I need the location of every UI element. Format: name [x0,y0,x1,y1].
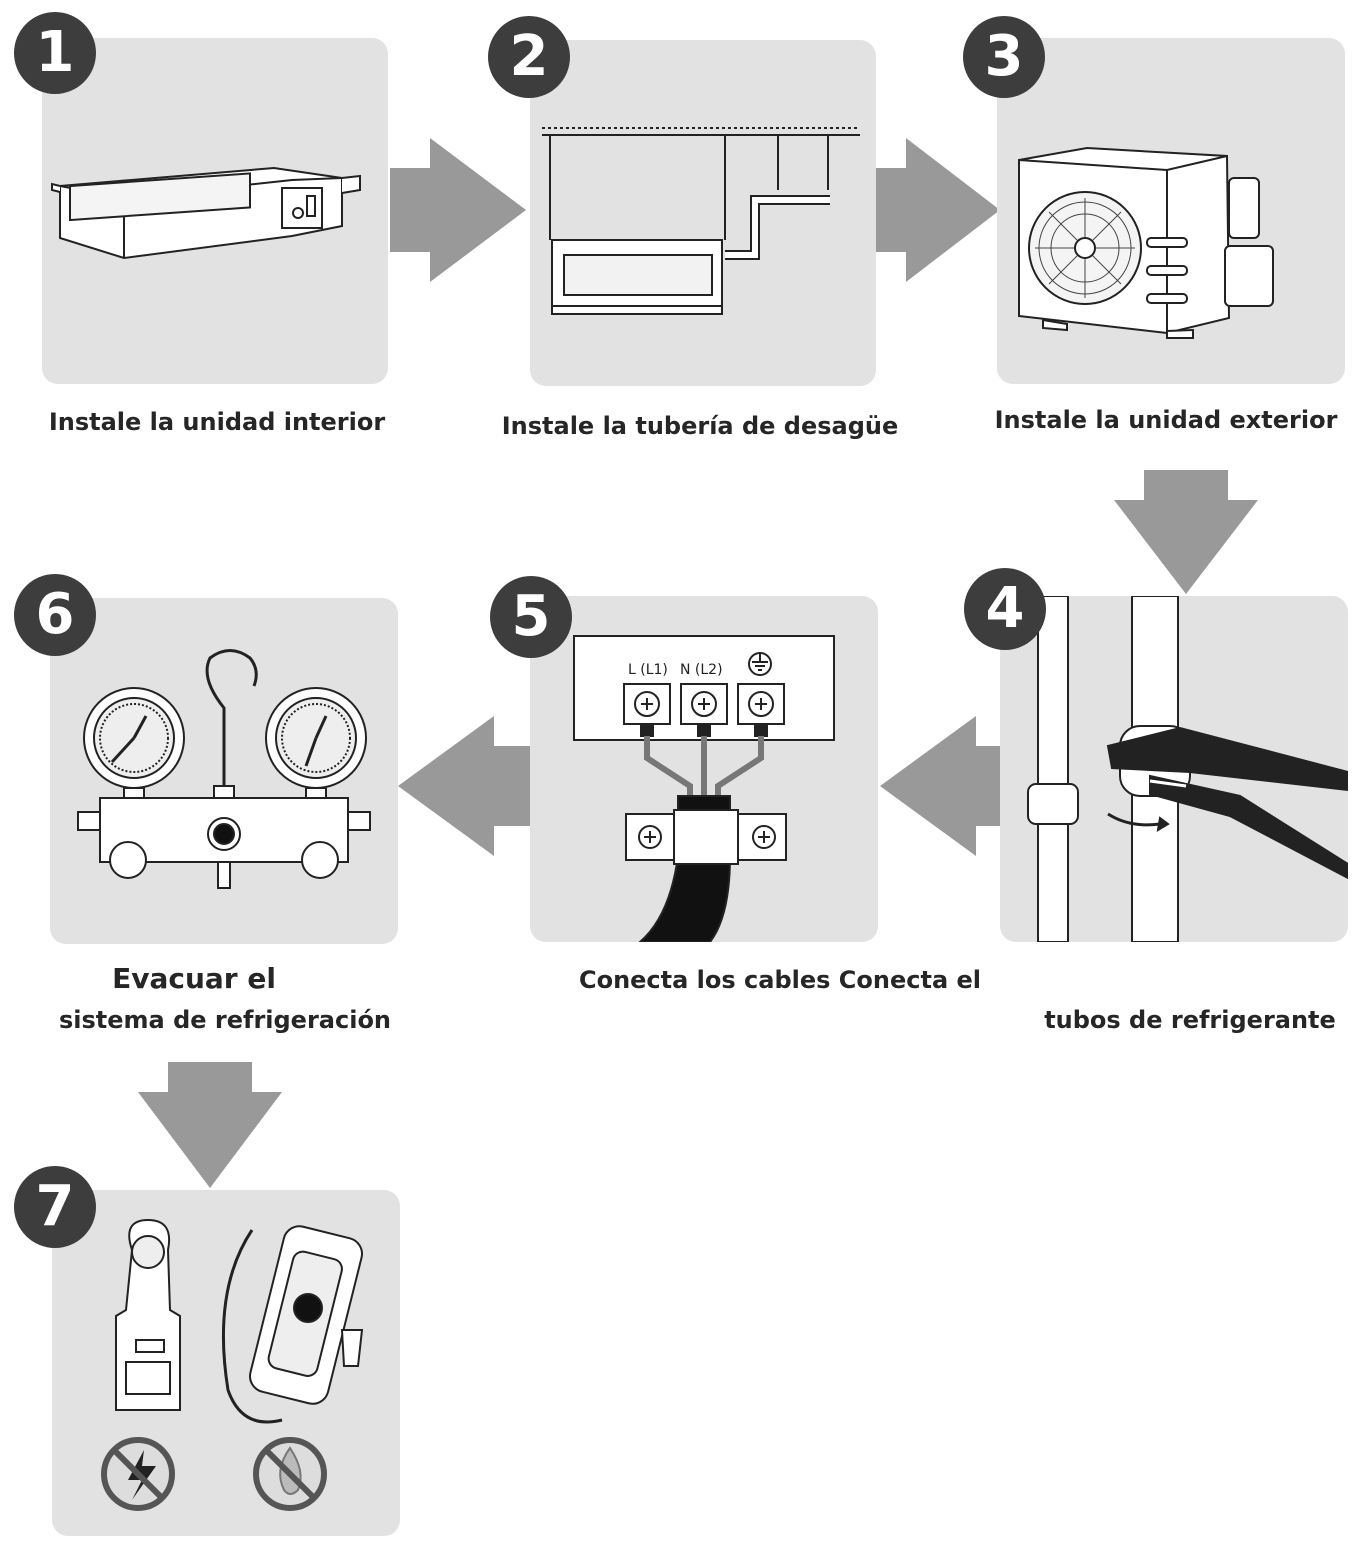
outdoor-condenser-unit-icon [1018,146,1274,339]
terminal-block-wiring-icon: L (L1) N (L2) [573,635,835,942]
step-1-panel [42,38,388,384]
step-7-panel [52,1190,400,1536]
step-7-number-badge: 7 [14,1166,96,1248]
ground-symbol-icon [748,652,772,676]
clamp-meter-icon [115,1218,181,1411]
arrow-right-icon [876,138,1000,282]
step-6-number-badge: 6 [14,574,96,656]
step-4-caption: tubos de refrigerante [1044,1006,1336,1034]
step-5-caption: Conecta los cables Conecta el [578,966,982,994]
step-6-caption-line-1: Evacuar el [112,962,276,995]
no-open-flame-warning-icon [253,1437,327,1511]
manifold-gauge-set-icon [77,649,371,889]
arrow-down-icon [1114,470,1258,594]
clamp-meter-and-leak-detector-icon [101,1218,364,1511]
terminal-label-l: L (L1) [628,662,668,678]
arrow-left-icon [880,716,1000,856]
step-6-caption-line-2: sistema de refrigeración [58,1006,392,1034]
no-electricity-warning-icon [101,1437,175,1511]
arrow-right-icon [390,138,526,282]
step-2-number-badge: 2 [488,16,570,98]
wrench-tightening-pipe-nut-icon [1027,596,1348,942]
arrow-down-icon [138,1062,282,1188]
step-3-panel [997,38,1345,384]
step-3-caption: Instale la unidad exterior [994,406,1338,434]
ceiling-mounted-unit-with-drain-pipe-icon [542,127,860,315]
step-1-caption: Instale la unidad interior [48,408,386,436]
step-2-caption: Instale la tubería de desagüe [501,412,899,440]
step-1-number-badge: 1 [14,12,96,94]
step-2-panel [530,40,876,386]
step-4-number-badge: 4 [964,568,1046,650]
terminal-label-n: N (L2) [680,662,723,678]
step-4-panel [1000,596,1348,942]
step-5-number-badge: 5 [490,576,572,658]
step-6-panel [50,598,398,944]
step-3-number-badge: 3 [963,16,1045,98]
step-5-panel: L (L1) N (L2) [530,596,878,942]
arrow-left-icon [398,716,530,856]
indoor-duct-unit-icon [51,166,361,260]
leak-detector-icon [221,1225,364,1424]
